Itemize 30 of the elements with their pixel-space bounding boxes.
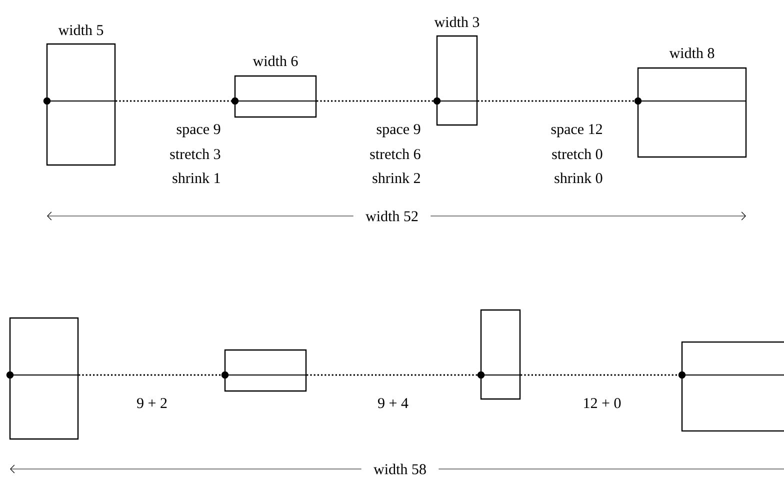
box bbox=[6, 317, 79, 440]
glue-label: 9 + 4 bbox=[378, 398, 408, 408]
box bbox=[221, 349, 307, 392]
glue-label: shrink 0 bbox=[554, 172, 602, 184]
dotted-line bbox=[520, 374, 682, 376]
glue-label: shrink 2 bbox=[372, 172, 420, 184]
box bbox=[477, 309, 521, 400]
glue-label: stretch 3 bbox=[170, 148, 220, 160]
glue-label: space 9 bbox=[376, 124, 420, 138]
glue-label: 12 + 0 bbox=[584, 398, 621, 408]
width-label: width 52 bbox=[366, 210, 418, 222]
glue-label: 9 + 2 bbox=[137, 398, 167, 408]
glue-label: shrink 1 bbox=[172, 172, 220, 184]
glue-label: space 9 bbox=[176, 124, 220, 138]
dotted-line bbox=[116, 100, 234, 102]
dotted-line bbox=[316, 100, 436, 102]
node-label: width 5 bbox=[58, 24, 104, 36]
labeled-box: width 6 bbox=[231, 56, 317, 118]
node-label: width 6 bbox=[252, 56, 298, 66]
glue-label: stretch 0 bbox=[552, 148, 602, 160]
width-label: width 58 bbox=[374, 464, 426, 474]
box bbox=[678, 341, 784, 432]
glue-label: stretch 6 bbox=[370, 148, 420, 160]
labeled-box: width 5 bbox=[43, 24, 116, 166]
node-label: width 8 bbox=[669, 48, 714, 58]
glue-label: space 12 bbox=[551, 124, 602, 138]
node-label: width 3 bbox=[434, 16, 480, 28]
labeled-box: width 8 bbox=[634, 48, 747, 158]
dotted-line bbox=[306, 374, 480, 376]
labeled-box: width 3 bbox=[433, 16, 480, 126]
